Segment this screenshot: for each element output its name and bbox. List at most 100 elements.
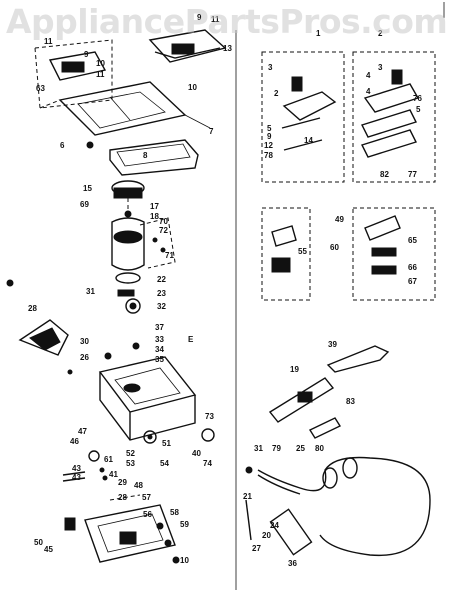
hose-edge xyxy=(257,474,301,495)
caster-hub xyxy=(147,434,153,440)
label-7: 7 xyxy=(209,127,214,136)
label-32: 32 xyxy=(157,302,166,311)
adapter-part xyxy=(308,417,342,439)
label-9: 9 xyxy=(197,13,202,22)
label-6: 6 xyxy=(60,141,65,150)
label-79: 79 xyxy=(272,444,281,453)
brush-insert-part xyxy=(361,109,417,138)
label-29: 29 xyxy=(118,478,127,487)
filter-panel-inner xyxy=(77,91,166,129)
brush-strip-part xyxy=(281,117,321,129)
utility-neck xyxy=(391,69,403,85)
label-55: 55 xyxy=(298,247,307,256)
label-40: 40 xyxy=(192,449,201,458)
label-82: 82 xyxy=(380,170,389,179)
dolly-base-part xyxy=(84,504,176,563)
label-54: 54 xyxy=(160,459,169,468)
label-15: 15 xyxy=(83,184,92,193)
label-31: 31 xyxy=(86,287,95,296)
label-67: 67 xyxy=(408,277,417,286)
motor-bracket-outline xyxy=(139,217,176,269)
upholstery-box xyxy=(352,207,436,301)
leader-7 xyxy=(184,114,211,129)
dusting-brush-part xyxy=(271,225,297,247)
handle-inner xyxy=(116,143,191,167)
label-65: 65 xyxy=(408,236,417,245)
crevice-tool-part xyxy=(326,345,390,373)
label-60: 60 xyxy=(330,243,339,252)
hose-part xyxy=(257,456,431,557)
caster-45 xyxy=(64,517,76,531)
label-57: 57 xyxy=(142,493,151,502)
label-34: 34 xyxy=(155,345,164,354)
utility-nozzle-part xyxy=(363,83,420,113)
filter-panel-fold xyxy=(109,96,131,121)
motor-screw-2 xyxy=(160,247,166,253)
leader-dolly xyxy=(109,494,141,501)
label-9c: 9 xyxy=(267,132,272,141)
label-28: 28 xyxy=(28,304,37,313)
label-77: 77 xyxy=(408,170,417,179)
bolt-44 xyxy=(62,477,86,482)
hose-ring-80 xyxy=(342,457,358,479)
label-80: 80 xyxy=(315,444,324,453)
label-9b: 9 xyxy=(84,50,89,59)
label-10c: 10 xyxy=(180,556,189,565)
label-20: 20 xyxy=(262,531,271,540)
label-5b: 5 xyxy=(416,105,421,114)
label-66: 66 xyxy=(408,263,417,272)
label-74: 74 xyxy=(203,459,212,468)
dolly-screw xyxy=(156,522,164,530)
filter-group-outline xyxy=(34,39,113,109)
latch-inner xyxy=(29,327,61,351)
squeegee-insert-part xyxy=(361,129,417,158)
hose-pin xyxy=(245,499,252,541)
label-43b: 43 xyxy=(72,473,81,482)
impeller-hub xyxy=(129,302,137,310)
hose-cuff-part xyxy=(269,508,313,556)
label-17: 17 xyxy=(150,202,159,211)
top-cover-edge xyxy=(154,47,221,59)
label-70: 70 xyxy=(159,217,168,226)
label-23: 23 xyxy=(157,289,166,298)
label-51: 51 xyxy=(162,439,171,448)
label-2: 2 xyxy=(378,29,383,38)
wand-joint xyxy=(297,391,313,403)
screw-10 xyxy=(172,556,180,564)
loose-bolt xyxy=(6,279,14,287)
label-24: 24 xyxy=(270,521,279,530)
label-28b: 28 xyxy=(118,493,127,502)
hose-ring-25 xyxy=(322,467,338,489)
dusting-box xyxy=(261,207,311,301)
tank-inner-rim xyxy=(114,367,181,405)
dolly-wheel xyxy=(119,531,137,545)
label-10b: 10 xyxy=(188,83,197,92)
label-41: 41 xyxy=(109,470,118,479)
label-3: 3 xyxy=(268,63,273,72)
label-50: 50 xyxy=(34,538,43,547)
handle-part xyxy=(109,139,199,176)
caster-part xyxy=(143,430,157,444)
motor-screw xyxy=(152,237,158,243)
label-72: 72 xyxy=(159,226,168,235)
floor-nozzle-part xyxy=(282,91,337,121)
upholstery-tool-part xyxy=(364,215,401,241)
label-10: 10 xyxy=(96,59,105,68)
screw-26 xyxy=(104,352,112,360)
label-26: 26 xyxy=(80,353,89,362)
label-E: E xyxy=(188,335,194,344)
label-13: 13 xyxy=(223,44,232,53)
upholstery-strip-2 xyxy=(371,265,397,275)
label-83: 83 xyxy=(346,397,355,406)
label-78: 78 xyxy=(264,151,273,160)
label-8: 8 xyxy=(143,151,148,160)
label-46: 46 xyxy=(70,437,79,446)
label-27: 27 xyxy=(252,544,261,553)
label-14: 14 xyxy=(304,136,313,145)
extension-wand-part xyxy=(268,377,335,423)
label-76: 76 xyxy=(413,94,422,103)
label-11: 11 xyxy=(211,15,220,24)
label-4: 4 xyxy=(366,71,371,80)
label-73: 73 xyxy=(205,412,214,421)
